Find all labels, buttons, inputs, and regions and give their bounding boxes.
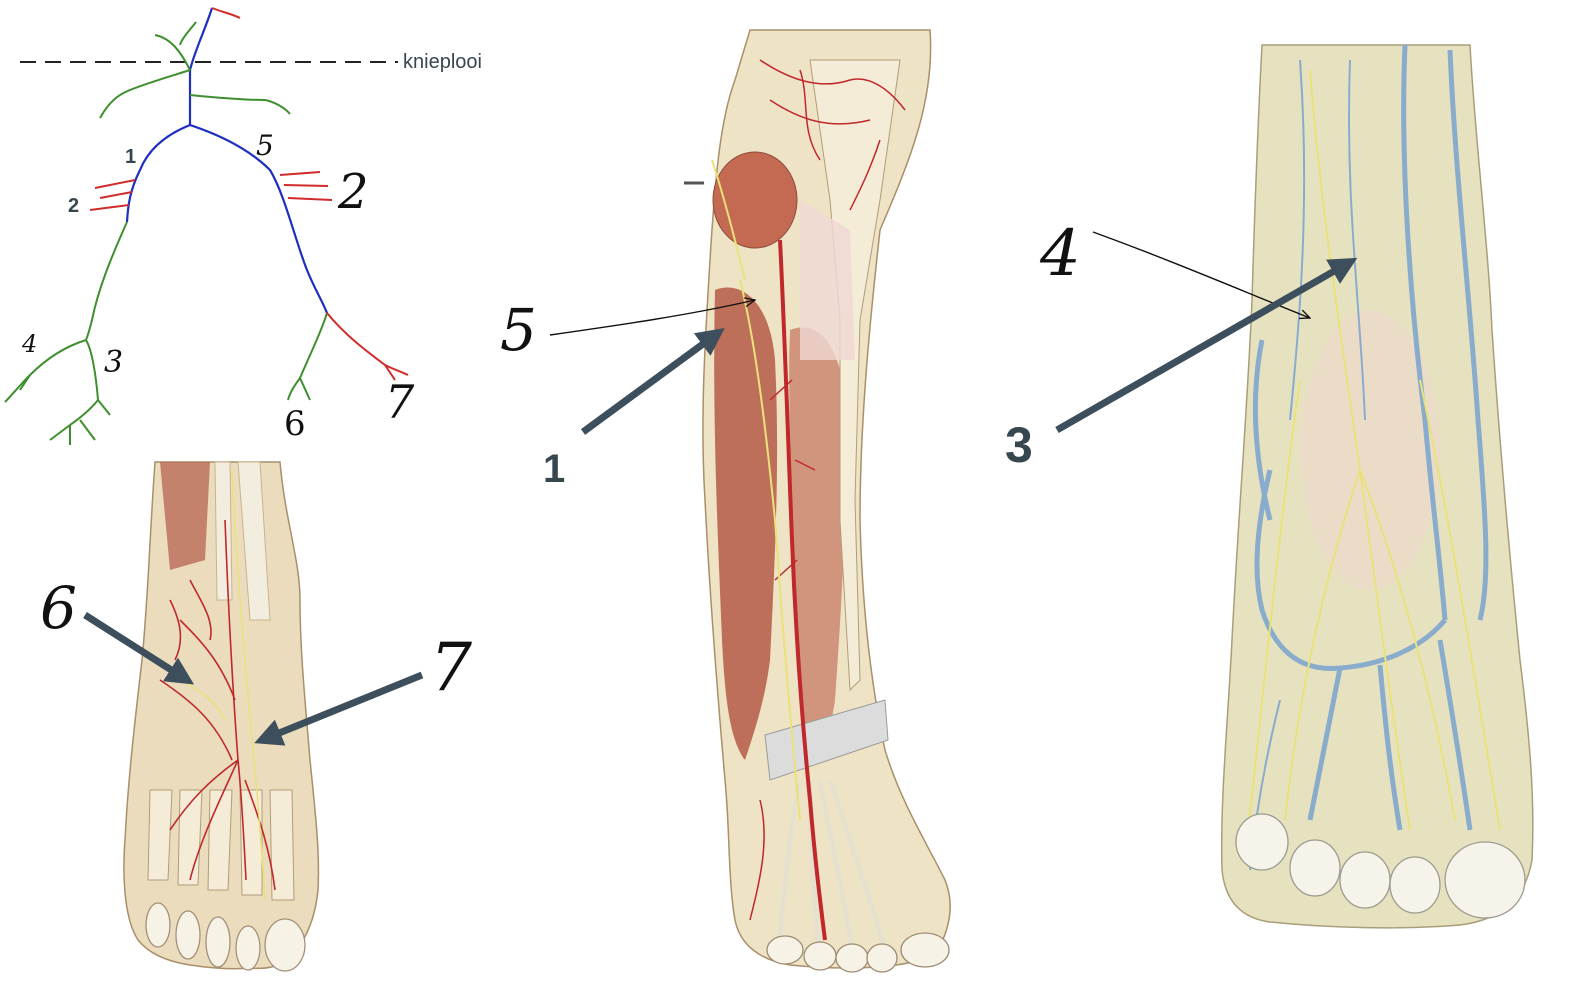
arrow-7 bbox=[254, 671, 424, 746]
schema-label-6: 6 bbox=[284, 404, 306, 444]
foot-label-7: 7 bbox=[430, 629, 472, 706]
sensory-branches bbox=[4, 21, 328, 445]
veins-label-3: 3 bbox=[1005, 417, 1033, 473]
schema-label-1: 1 bbox=[125, 146, 136, 168]
schema-label-2-right: 2 bbox=[337, 164, 369, 220]
schema-label-3: 3 bbox=[104, 345, 123, 380]
schema-label-4: 4 bbox=[21, 330, 37, 358]
dorsal-foot-illustration: 6 7 bbox=[40, 461, 472, 972]
arrow-6 bbox=[83, 612, 195, 685]
veins-label-4: 4 bbox=[1039, 217, 1081, 291]
anterior-leg-illustration: 5 1 bbox=[500, 29, 951, 973]
schema-label-7: 7 bbox=[385, 375, 415, 429]
schema-label-2-left: 2 bbox=[68, 195, 79, 217]
knee-crease-label: knieplooi bbox=[403, 51, 482, 73]
foot-label-6: 6 bbox=[40, 574, 77, 642]
arrow-1 bbox=[580, 328, 725, 435]
vessel-branches bbox=[89, 7, 409, 381]
leg-label-1: 1 bbox=[543, 447, 565, 491]
nerve-branching-schema: knieplooi bbox=[4, 7, 482, 445]
arrow-3 bbox=[1055, 257, 1358, 434]
dorsal-foot-veins-illustration: 4 3 bbox=[1005, 44, 1534, 929]
trunk-nerve bbox=[125, 7, 329, 314]
schema-label-5: 5 bbox=[256, 129, 274, 162]
leg-label-5: 5 bbox=[500, 296, 537, 364]
